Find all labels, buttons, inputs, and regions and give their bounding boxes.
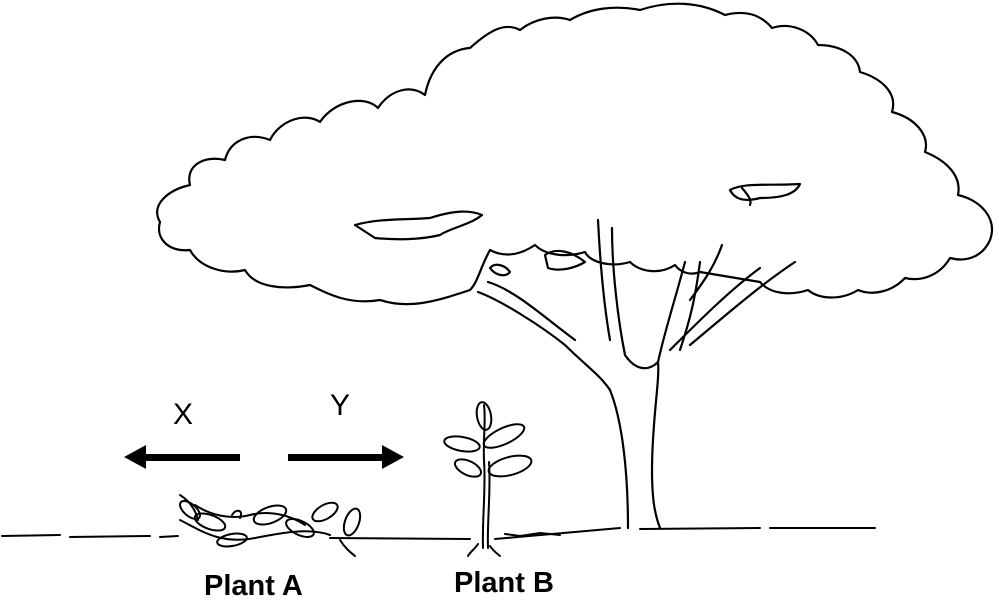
- arrow-x: [124, 445, 240, 469]
- tree-branch-right: [690, 262, 795, 345]
- arrows: [124, 445, 404, 469]
- tree-canopy: [157, 4, 992, 304]
- plant-a-label: Plant A: [204, 570, 303, 603]
- tree-branch-left: [478, 292, 610, 390]
- tree-trunk-left: [610, 390, 628, 528]
- plant-b: [443, 401, 534, 556]
- tree-branch-center-left: [598, 220, 610, 340]
- canopy-gap-right: [730, 184, 800, 200]
- ground-line: [2, 528, 875, 539]
- plant-a: [177, 495, 363, 556]
- arrow-y: [288, 445, 404, 469]
- plant-b-label: Plant B: [454, 567, 554, 600]
- tree-trunk-right: [652, 362, 660, 528]
- canopy-gap-left: [355, 212, 482, 240]
- arrow-x-label: X: [173, 398, 193, 432]
- arrow-y-label: Y: [330, 389, 350, 423]
- tree: [157, 4, 992, 528]
